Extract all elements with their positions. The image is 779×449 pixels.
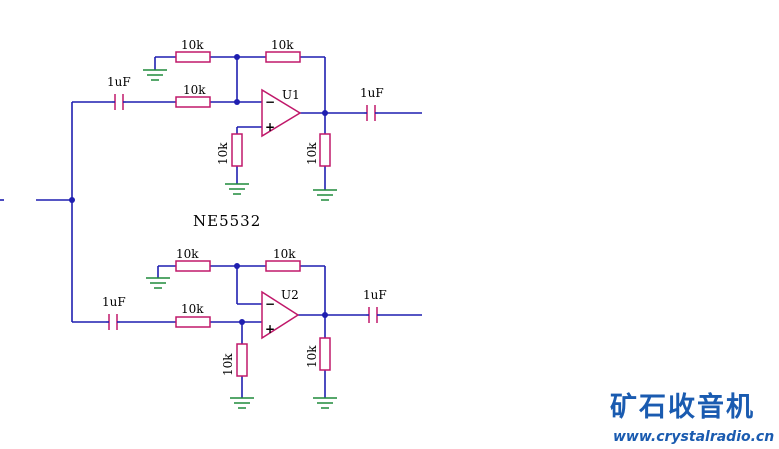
upper-output-capacitor-label: 1uF <box>360 86 384 100</box>
upper-channel: − + 10k 10k 10k 1uF U1 1uF 10k 10k <box>72 38 422 201</box>
input-bus <box>0 102 75 322</box>
upper-input-capacitor-label: 1uF <box>107 75 131 89</box>
upper-load-resistor <box>319 133 331 167</box>
upper-load-ground-icon <box>313 189 337 201</box>
lower-load-resistor <box>319 337 331 371</box>
lower-node-plus <box>239 319 245 325</box>
lower-input-resistor <box>175 316 211 328</box>
lower-feedback-left-resistor <box>175 260 211 272</box>
upper-load-resistor-label: 10k <box>305 142 319 165</box>
lower-opamp-triangle <box>261 290 300 340</box>
upper-feedback-right-resistor <box>265 51 301 63</box>
lower-input-capacitor <box>106 314 120 330</box>
lower-minus-sign: − <box>265 297 275 311</box>
watermark: 矿石收音机 www.crystalradio.cn <box>610 391 774 445</box>
lower-plus-sign: + <box>265 322 275 336</box>
lower-node-output <box>322 312 328 318</box>
upper-left-ground-icon <box>143 69 167 81</box>
watermark-brand: 矿石收音机 <box>610 391 755 423</box>
upper-bias-ground-icon <box>225 183 249 195</box>
upper-opamp-triangle <box>261 88 302 138</box>
lower-feedback-right-resistor <box>265 260 301 272</box>
input-junction-node <box>69 197 75 203</box>
lower-input-capacitor-label: 1uF <box>102 295 126 309</box>
upper-node-output <box>322 110 328 116</box>
upper-input-capacitor <box>112 94 126 110</box>
lower-bias-resistor-label: 10k <box>221 353 235 376</box>
upper-minus-sign: − <box>265 95 275 109</box>
lower-left-ground-icon <box>146 277 170 289</box>
lower-load-resistor-label: 10k <box>305 345 319 368</box>
lower-output-capacitor-label: 1uF <box>363 288 387 302</box>
upper-bias-resistor <box>231 133 243 167</box>
lower-feedback-left-label: 10k <box>176 247 199 261</box>
lower-output-capacitor <box>366 307 380 323</box>
upper-feedback-left-label: 10k <box>181 38 204 52</box>
upper-node-minus <box>234 99 240 105</box>
lower-bias-ground-icon <box>230 397 254 409</box>
lower-bias-resistor <box>236 343 248 377</box>
upper-opamp-label: U1 <box>282 88 300 102</box>
upper-feedback-right-label: 10k <box>271 38 294 52</box>
upper-input-resistor <box>175 96 211 108</box>
lower-load-ground-icon <box>313 397 337 409</box>
lower-node-feedback <box>234 263 240 269</box>
upper-bias-resistor-label: 10k <box>216 142 230 165</box>
chip-label: NE5532 <box>193 212 261 230</box>
upper-feedback-left-resistor <box>175 51 211 63</box>
watermark-url: www.crystalradio.cn <box>613 429 774 445</box>
lower-feedback-right-label: 10k <box>273 247 296 261</box>
upper-output-capacitor <box>364 105 378 121</box>
lower-opamp-label: U2 <box>281 288 299 302</box>
lower-channel: − + 10k 10k 10k 1uF U2 1uF 10k 10k <box>72 247 422 409</box>
lower-input-resistor-label: 10k <box>181 302 204 316</box>
upper-input-resistor-label: 10k <box>183 83 206 97</box>
upper-plus-sign: + <box>265 120 275 134</box>
upper-node-feedback <box>234 54 240 60</box>
